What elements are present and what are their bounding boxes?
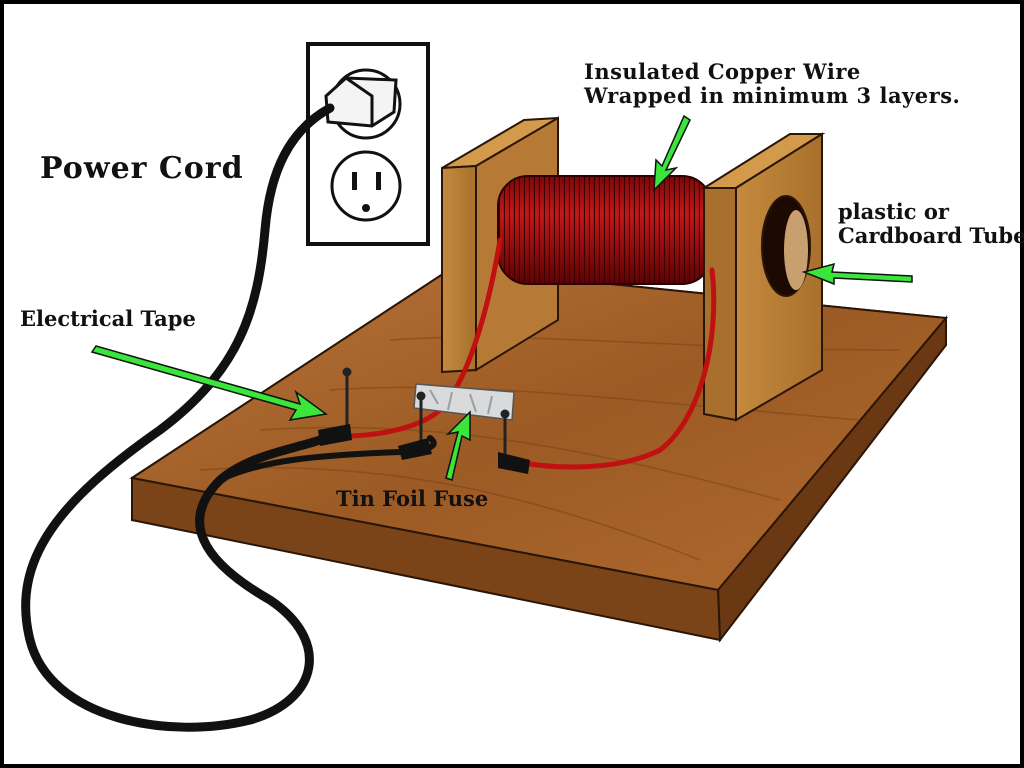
arrow-fuse <box>445 410 471 481</box>
copper-wire-label: Insulated Copper Wire Wrapped in minimum… <box>584 59 961 109</box>
tube-label: plastic or Cardboard Tube <box>838 199 1024 249</box>
copper-wire-label-line1: Insulated Copper Wire <box>584 59 861 84</box>
power-cord-label: Power Cord <box>40 151 244 186</box>
arrow-copper-wire <box>653 114 691 192</box>
annotation-arrows <box>90 114 913 481</box>
power-outlet <box>306 42 430 246</box>
power-cord <box>21 103 437 732</box>
electrical-tape-label: Electrical Tape <box>20 306 196 331</box>
terminal-posts <box>342 367 510 464</box>
tube-label-line2: Cardboard Tube <box>838 223 1024 249</box>
arrow-electrical-tape <box>90 345 328 422</box>
copper-wire-label-line2: Wrapped in minimum 3 layers. <box>584 83 961 109</box>
tin-foil-fuse-label: Tin Foil Fuse <box>336 486 489 511</box>
arrow-tube <box>801 262 913 286</box>
copper-coil <box>497 175 713 285</box>
cord-connectors <box>318 424 530 474</box>
tube-label-line1: plastic or <box>838 199 949 224</box>
right-wood-block <box>700 132 826 422</box>
tin-foil-fuse <box>413 383 515 421</box>
